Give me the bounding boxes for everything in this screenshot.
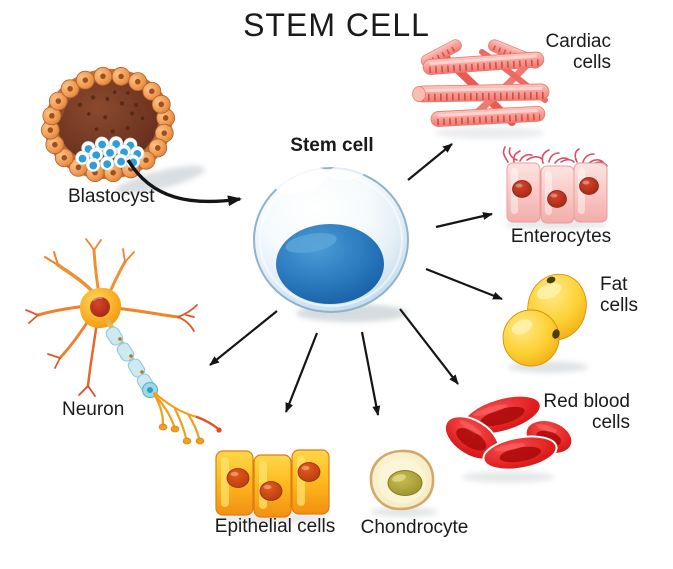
page-title: STEM CELL xyxy=(243,7,430,43)
fat-cells-illustration xyxy=(502,273,588,373)
blastocyst-label: Blastocyst xyxy=(68,186,155,207)
cardiac-cells-illustration xyxy=(412,39,550,139)
epithelial-cells-illustration xyxy=(215,449,330,523)
neuron-illustration xyxy=(25,238,222,445)
epithelial-cells-label: Epithelial cells xyxy=(214,516,336,537)
enterocytes-label: Enterocytes xyxy=(510,226,612,247)
arrow-stem-to-neuron xyxy=(209,310,278,366)
chondrocyte-illustration xyxy=(369,449,438,517)
arrow-blastocyst-to-stem-cell xyxy=(126,159,242,207)
arrow-stem-to-enterocytes xyxy=(435,212,493,229)
red-blood-cells-illustration xyxy=(443,394,574,483)
chondrocyte-label: Chondrocyte xyxy=(360,517,469,538)
arrow-stem-to-chondrocyte xyxy=(360,331,381,416)
arrow-stem-to-epithelial xyxy=(284,332,319,413)
red-blood-cells-label: Red blood cells xyxy=(543,391,630,434)
arrow-stem-to-fat xyxy=(425,267,503,301)
stem-cell-illustration xyxy=(253,163,409,322)
stem-cell-label: Stem cell xyxy=(290,135,374,156)
arrow-stem-to-cardiac xyxy=(407,143,453,181)
neuron-label: Neuron xyxy=(62,399,125,420)
cardiac-cells-label: Cardiac cells xyxy=(545,31,611,74)
arrow-stem-to-red-blood xyxy=(399,308,459,385)
blastocyst-illustration xyxy=(39,65,205,195)
fat-cells-label: Fat cells xyxy=(600,274,639,317)
enterocytes-illustration xyxy=(502,146,608,229)
